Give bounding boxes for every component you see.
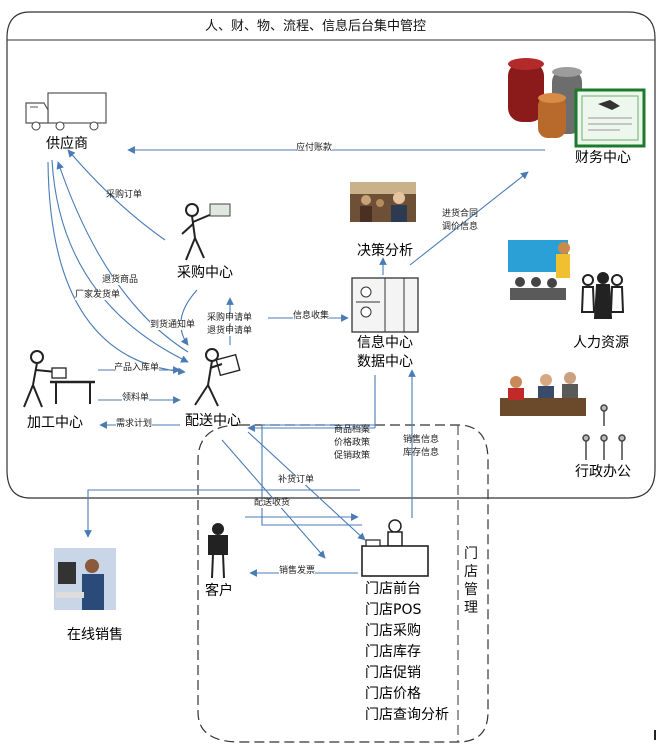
edge-label-replenish-order: 补货订单 xyxy=(278,475,315,485)
store-function-list: 门店POS 门店采购 门店库存 门店促销 门店价格 门店查询分析 xyxy=(365,600,449,726)
edge-label-price-policy: 价格政策 xyxy=(334,438,371,448)
edge-label-delivery-receive: 配送收货 xyxy=(254,498,291,508)
decision-analysis-label: 决策分析 xyxy=(357,243,413,259)
purchase-person-icon xyxy=(181,203,231,261)
distribution-center-label: 配送中心 xyxy=(185,413,241,429)
info-center-label: 信息中心 xyxy=(357,335,413,351)
server-icon xyxy=(351,277,419,333)
store-management-container xyxy=(197,424,489,743)
edge-label-product-file: 商品档案 xyxy=(334,425,371,435)
edge-label-demand-plan: 需求计划 xyxy=(116,419,153,429)
edge-label-product-in: 产品入库单 xyxy=(114,363,160,373)
store-item: 门店采购 xyxy=(365,623,421,639)
hr-meeting-icon xyxy=(508,240,570,300)
edge-label-material-req: 领料单 xyxy=(122,393,150,403)
store-counter-icon xyxy=(361,519,429,577)
online-sales-photo-icon xyxy=(54,548,116,610)
edge-label-return-request: 退货申请单 xyxy=(207,326,253,336)
delivery-person-icon xyxy=(194,348,241,407)
processing-center-label: 加工中心 xyxy=(27,415,83,431)
edge-marker xyxy=(654,730,656,740)
online-sales-label: 在线销售 xyxy=(67,627,123,643)
store-management-label: 门店管理 xyxy=(464,546,478,616)
supplier-label: 供应商 xyxy=(46,136,88,152)
store-item: 门店POS xyxy=(365,602,422,618)
edge-label-vendor-ship: 厂家发货单 xyxy=(75,290,121,300)
store-item: 门店价格 xyxy=(365,686,421,702)
edge-label-return-goods: 退货商品 xyxy=(102,275,139,285)
meeting-photo-icon xyxy=(350,182,416,222)
store-item: 门店促销 xyxy=(365,665,421,681)
certificate-icon xyxy=(574,88,646,148)
people-icon xyxy=(580,272,625,319)
edge-label-contract: 进货合同 xyxy=(442,209,479,219)
diagram-title: 人、财、物、流程、信息后台集中管控 xyxy=(205,19,427,34)
edge-label-promo-policy: 促销政策 xyxy=(334,451,371,461)
edge-label-sales-invoice: 销售发票 xyxy=(279,566,316,576)
edge-label-sales-info: 销售信息 xyxy=(403,435,440,445)
edge-label-price-info: 调价信息 xyxy=(442,222,479,232)
processing-worker-icon xyxy=(23,350,95,408)
admin-meeting-icon xyxy=(500,372,586,416)
purchase-center-label: 采购中心 xyxy=(177,265,233,281)
finance-center-label: 财务中心 xyxy=(575,150,631,166)
hq-container xyxy=(6,11,656,499)
edge-label-info-collect: 信息收集 xyxy=(293,311,330,321)
store-item: 门店库存 xyxy=(365,644,421,660)
store-item: 门店查询分析 xyxy=(365,707,449,723)
customer-icon xyxy=(208,523,228,579)
org-chart-icon xyxy=(582,404,626,460)
edge-label-purchase-request: 采购申请单 xyxy=(207,313,253,323)
edge-label-payable: 应付账款 xyxy=(296,143,333,153)
edge-label-purchase-order: 采购订单 xyxy=(106,190,143,200)
customer-label: 客户 xyxy=(205,583,233,599)
data-center-label: 数据中心 xyxy=(357,354,413,370)
coins-icon xyxy=(508,58,582,138)
edge-label-arrival-notice: 到货通知单 xyxy=(150,320,196,330)
admin-office-label: 行政办公 xyxy=(575,464,631,480)
hr-label: 人力资源 xyxy=(573,335,629,351)
truck-icon xyxy=(25,92,107,131)
edge-label-stock-info: 库存信息 xyxy=(403,448,440,458)
store-front-label: 门店前台 xyxy=(365,581,421,597)
